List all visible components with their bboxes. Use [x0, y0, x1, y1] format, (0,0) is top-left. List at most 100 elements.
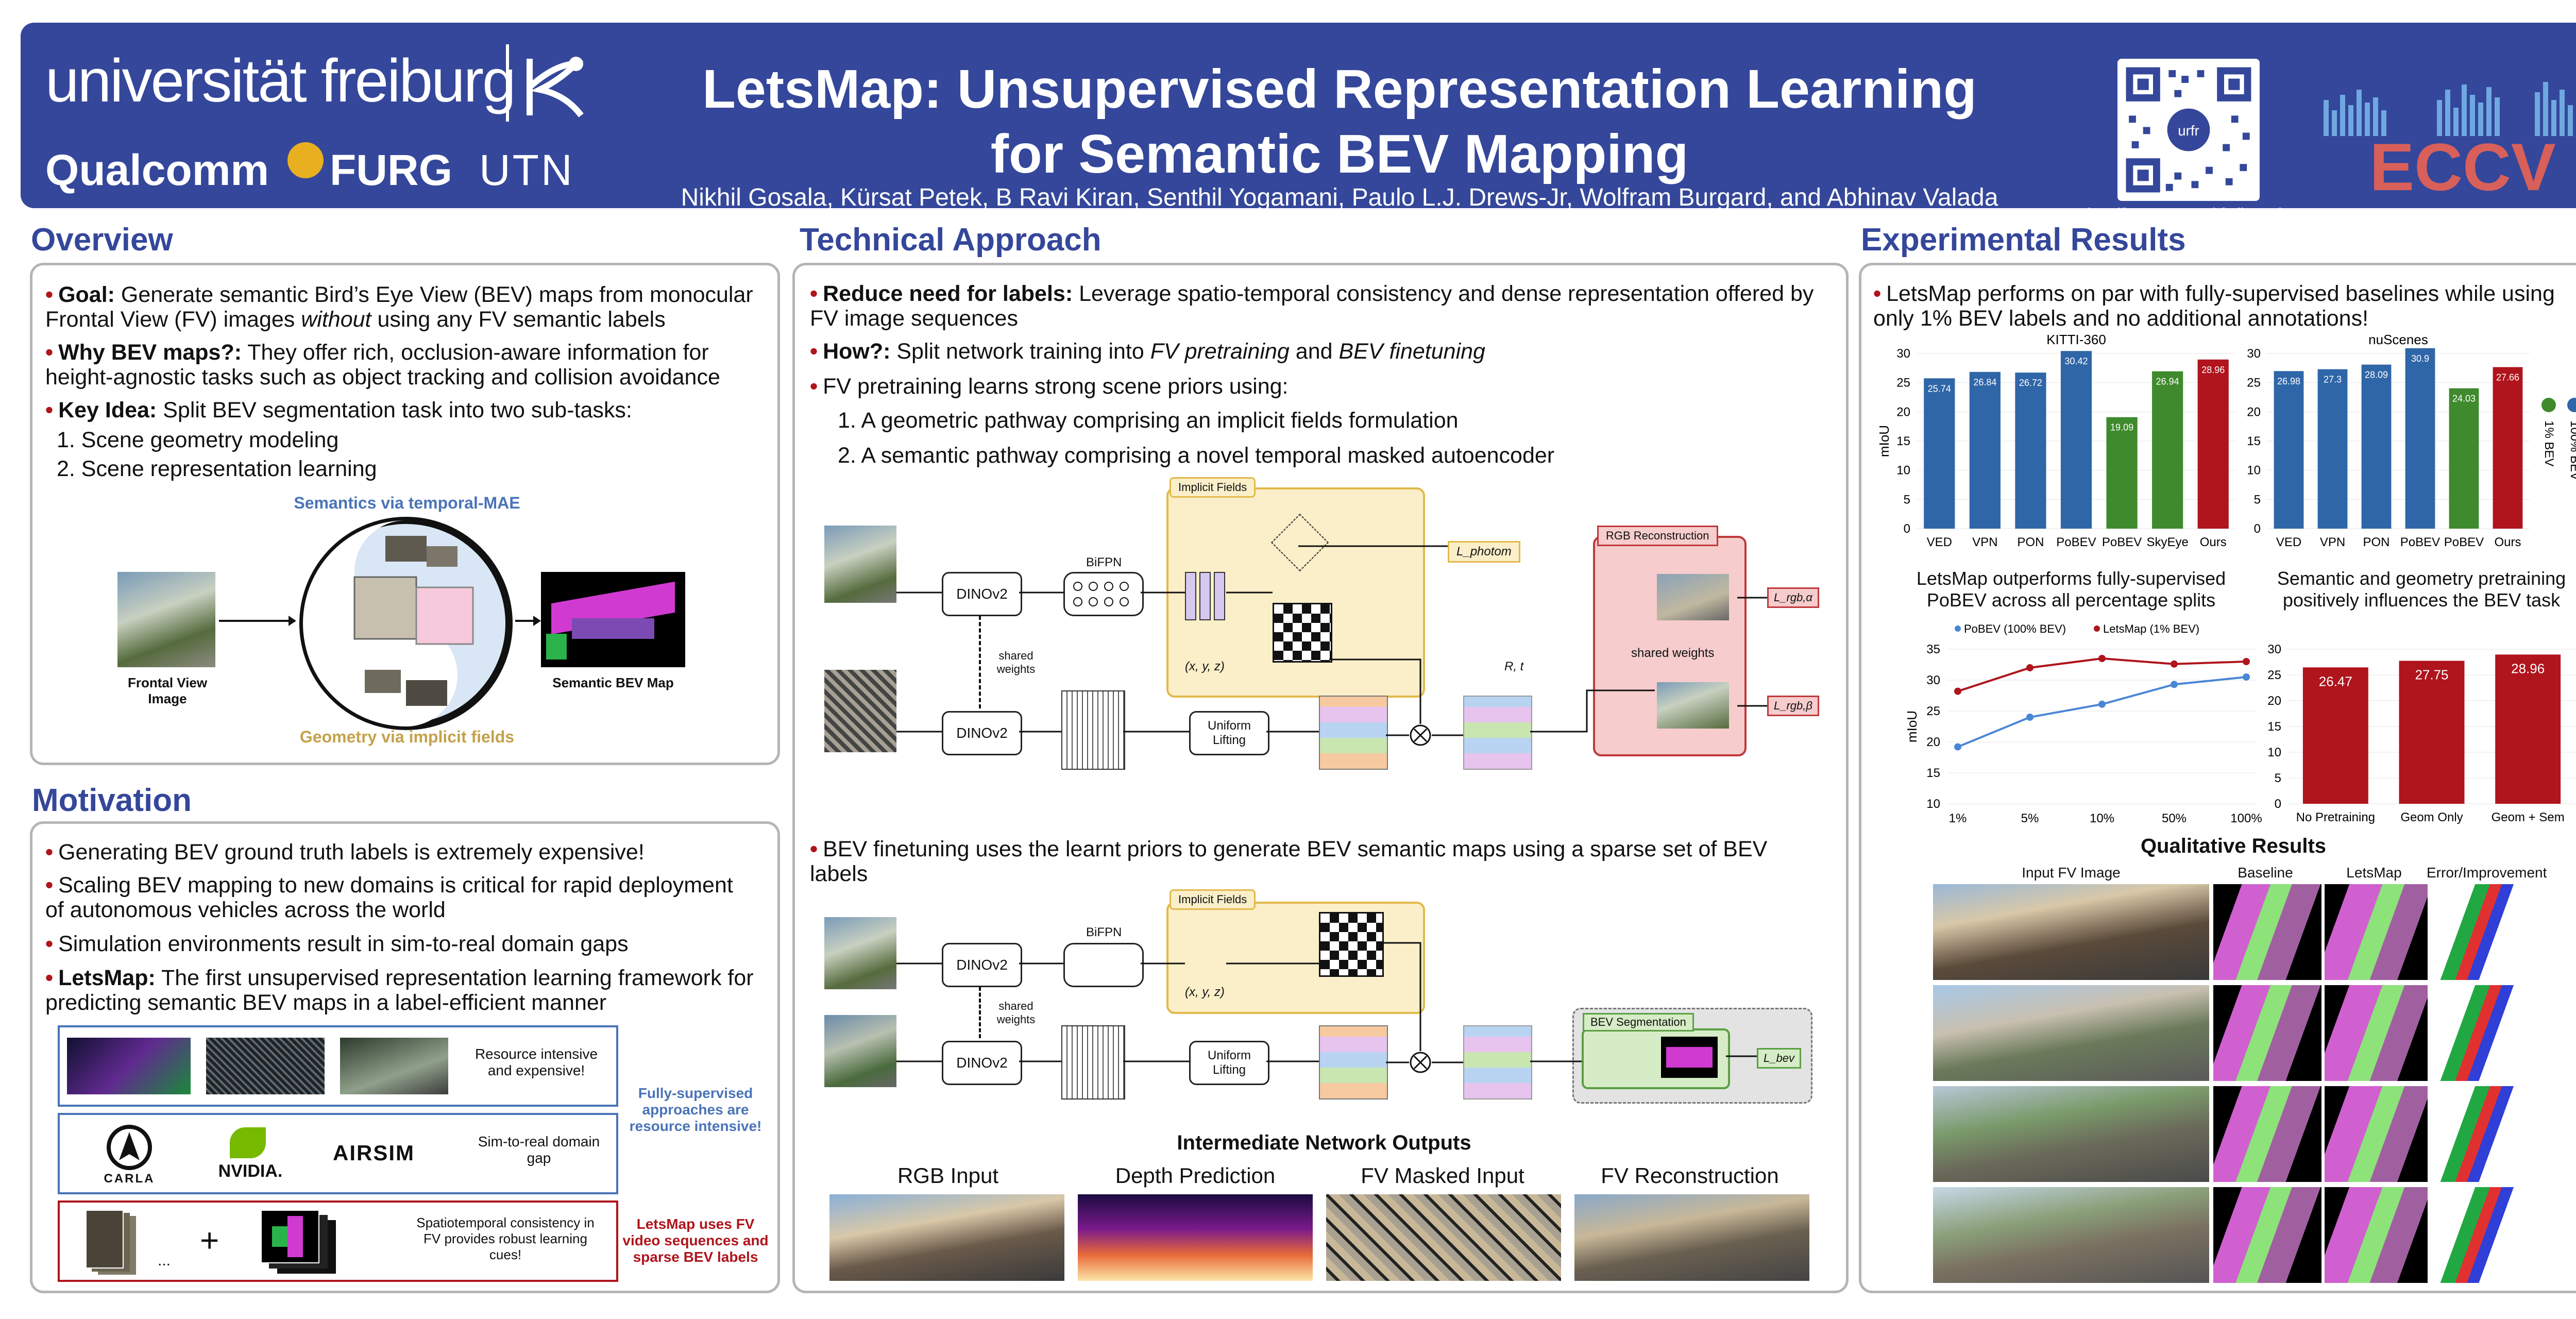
motivation-row-sim: CARLA NVIDIA. AIRSIM Sim-to-real domain … — [58, 1113, 618, 1194]
bar-value-label: 19.09 — [2110, 422, 2133, 433]
shared-weights-label-ft: shared weights — [996, 1000, 1036, 1026]
fig-geometry-label: Geometry via implicit fields — [299, 728, 515, 746]
y-tick-label: 25 — [2247, 376, 2261, 390]
motivation-bullet-1: •Generating BEV ground truth labels is e… — [45, 840, 645, 865]
y-tick-label: 10 — [2267, 746, 2281, 759]
technical-title: Technical Approach — [800, 222, 1101, 258]
technical-pathway-2: 2. A semantic pathway comprising a novel… — [838, 443, 1555, 468]
technical-bullet-labels: •Reduce need for labels: Leverage spatio… — [810, 281, 1814, 331]
motivation-bullet-2: •Scaling BEV mapping to new domains is c… — [45, 873, 733, 922]
y-axis-label: mIoU — [1904, 711, 1920, 742]
bar — [2495, 654, 2561, 804]
y-tick-label: 20 — [1896, 405, 1910, 419]
bar — [1924, 378, 1955, 529]
feature-stack — [1061, 690, 1125, 770]
qual-baseline-map — [2213, 1187, 2321, 1283]
overview-why: •Why BEV maps?: They offer rich, occlusi… — [45, 340, 720, 390]
data-point — [2243, 673, 2250, 681]
bev-segmentation-block — [1582, 1028, 1730, 1089]
motivation-bullet-4: •LetsMap: The first unsupervised represe… — [45, 966, 754, 1015]
utn-logo: UTN — [479, 146, 574, 194]
qr-center-label: urfr — [2178, 123, 2199, 139]
furg-logo: FURG — [330, 146, 452, 194]
fv-image-finetune-top — [824, 917, 896, 989]
y-tick-label: 30 — [2267, 642, 2281, 656]
qual-letsmap-map — [2325, 1086, 2428, 1182]
y-tick-label: 15 — [2267, 720, 2281, 734]
poster-title: LetsMap: Unsupervised Representation Lea… — [629, 57, 2050, 187]
chart-title: nuScenes — [2368, 332, 2428, 347]
shared-weights-label-rgb: shared weights — [1631, 646, 1715, 660]
data-point — [2026, 714, 2033, 721]
data-point — [2171, 681, 2178, 688]
y-tick-label: 30 — [2247, 347, 2261, 361]
legend-label: LetsMap (1% BEV) — [2103, 622, 2199, 635]
output-rgb-image — [829, 1194, 1064, 1281]
y-tick-label: 35 — [1926, 642, 1940, 656]
bar — [2317, 369, 2348, 529]
university-seal-icon — [527, 57, 584, 117]
legend-marker — [2094, 625, 2100, 632]
qual-error-map — [2431, 1086, 2544, 1182]
x-tick-label: 1% — [1949, 811, 1967, 825]
masked-volume-icon — [1463, 696, 1532, 770]
x-tick-label: 5% — [2021, 811, 2039, 825]
qual-input-image — [1933, 985, 2209, 1081]
x-tick-label: Geom Only — [2400, 810, 2463, 824]
multiply-icon-ft — [1410, 1052, 1431, 1073]
qual-error-map — [2431, 884, 2544, 980]
bifpn-block-ft — [1063, 943, 1144, 987]
y-tick-label: 0 — [2254, 522, 2261, 536]
bifpn-block — [1063, 572, 1144, 616]
bar-value-label: 26.94 — [2156, 377, 2179, 387]
fv-image-finetune-bottom — [824, 1015, 896, 1087]
masked-volume-icon-ft — [1463, 1025, 1532, 1100]
qual-col-baseline: Baseline — [2238, 865, 2293, 881]
bar-value-label: 26.84 — [1973, 377, 1996, 387]
fig-semantics-label: Semantics via temporal-MAE — [294, 494, 520, 512]
bar-value-label: 25.74 — [1928, 383, 1951, 394]
sensor-image — [340, 1038, 448, 1094]
qual-error-map — [2431, 1187, 2544, 1283]
legend-blue-dot — [2567, 398, 2576, 412]
output-masked-image — [1326, 1194, 1561, 1281]
qual-baseline-map — [2213, 884, 2321, 980]
bar — [2361, 364, 2392, 529]
university-logo: universität freiburg — [45, 47, 516, 115]
output-recon-image — [1574, 1194, 1809, 1281]
bar-value-label: 30.9 — [2411, 353, 2429, 364]
y-tick-label: 15 — [1896, 434, 1910, 448]
nuscenes-bar-chart: nuScenes05101520253026.98VED27.3VPN28.09… — [2247, 332, 2530, 549]
frontal-view-image — [117, 572, 215, 667]
rgb-reconstruction-block: shared weights — [1593, 536, 1747, 756]
technical-bullet-how: •How?: Split network training into FV pr… — [810, 339, 1485, 364]
chart-title: KITTI-360 — [2046, 332, 2106, 347]
qual-letsmap-map — [2325, 884, 2428, 980]
bar-value-label: 27.66 — [2496, 373, 2519, 383]
y-tick-label: 20 — [2247, 405, 2261, 419]
qual-letsmap-map — [2325, 985, 2428, 1081]
qualcomm-logo: Qualcomm — [45, 146, 269, 194]
output-rgb-label: RGB Input — [897, 1163, 999, 1188]
y-tick-label: 0 — [2275, 797, 2281, 811]
pretraining-chart-title: Semantic and geometry pretraining positi… — [2277, 568, 2566, 611]
reconstructed-image-b — [1657, 682, 1729, 729]
motivation-row-letsmap: ... + Spatiotemporal consistency in FV p… — [58, 1200, 618, 1282]
bar — [2399, 661, 2465, 804]
legend-marker — [1955, 625, 1961, 632]
sequence-ellipsis: ... — [158, 1252, 171, 1269]
project-url-link[interactable]: http://letsmap.cs.uni-freiburg.de — [2087, 205, 2290, 221]
bar-value-label: 28.96 — [2511, 661, 2545, 676]
qual-col-error: Error/Improvement — [2427, 865, 2547, 881]
bar-value-label: 26.98 — [2277, 376, 2300, 386]
plus-sign: + — [200, 1222, 219, 1259]
fv-image-top — [824, 526, 896, 603]
bar-value-label: 24.03 — [2452, 394, 2476, 404]
side-note-blue: Fully-supervised approaches are resource… — [629, 1085, 762, 1134]
fv-masked-image — [824, 670, 896, 752]
implicit-fields-label: Implicit Fields — [1170, 477, 1256, 498]
qr-code-icon[interactable]: urfr — [2117, 59, 2260, 201]
nvidia-eye-icon — [230, 1127, 266, 1158]
bar-value-label: 27.75 — [2415, 667, 2448, 683]
bar — [2302, 667, 2368, 804]
